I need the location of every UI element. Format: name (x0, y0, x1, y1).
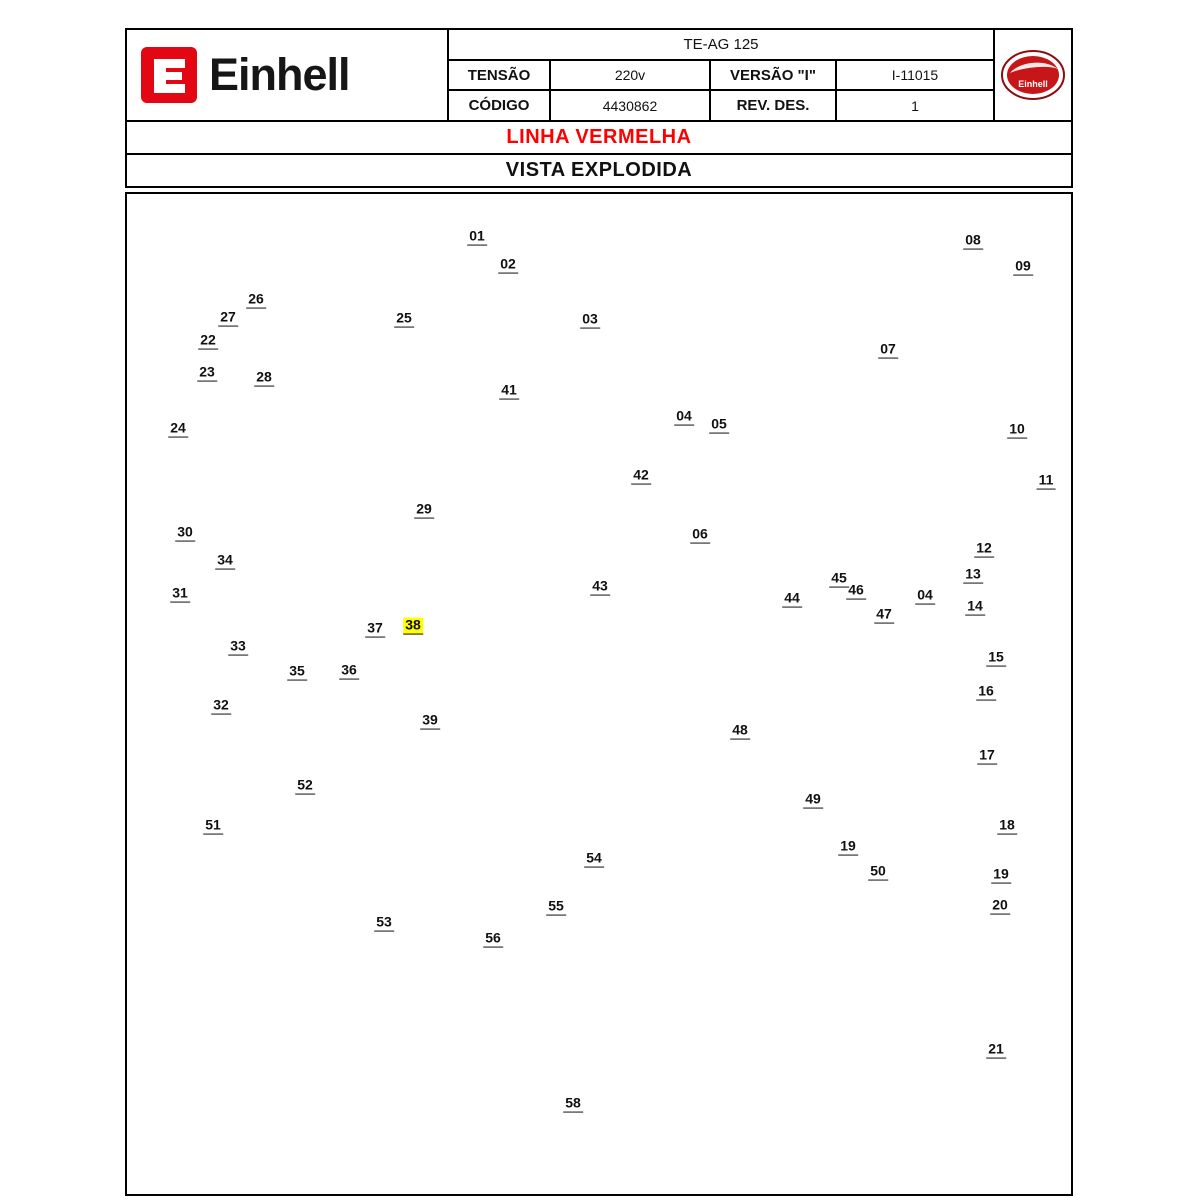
header-row-2: CÓDIGO 4430862 REV. DES. 1 (449, 89, 993, 121)
header-fields: TE-AG 125 TENSÃO 220v VERSÃO "I" I-11015… (449, 30, 995, 121)
title-block: Einhell TE-AG 125 TENSÃO 220v VERSÃO "I"… (125, 28, 1073, 188)
rev-des-value: 1 (835, 91, 993, 121)
brand-wordmark: Einhell (209, 49, 351, 100)
brand-logo-cell: Einhell (127, 30, 449, 120)
tensao-label: TENSÃO (467, 66, 531, 84)
vista-explodida-banner: VISTA EXPLODIDA (125, 155, 1073, 188)
badge-label: Einhell (1018, 79, 1048, 89)
header-table: Einhell TE-AG 125 TENSÃO 220v VERSÃO "I"… (125, 28, 1073, 122)
einhell-badge-cell: Einhell (995, 30, 1071, 120)
tensao-value: 220v (549, 60, 709, 90)
versao-value: I-11015 (835, 60, 993, 90)
codigo-value: 4430862 (549, 91, 709, 121)
rev-des-label: REV. DES. (709, 91, 835, 121)
diagram-border (125, 192, 1073, 1196)
header-row-1: TENSÃO 220v VERSÃO "I" I-11015 (449, 60, 993, 90)
einhell-badge-icon: Einhell (1001, 50, 1065, 100)
model-number: TE-AG 125 (449, 30, 993, 61)
linha-vermelha-banner: LINHA VERMELHA (125, 122, 1073, 155)
versao-label: VERSÃO "I" (709, 60, 835, 90)
einhell-logo-icon (141, 47, 197, 103)
codigo-label: CÓDIGO (468, 97, 530, 115)
